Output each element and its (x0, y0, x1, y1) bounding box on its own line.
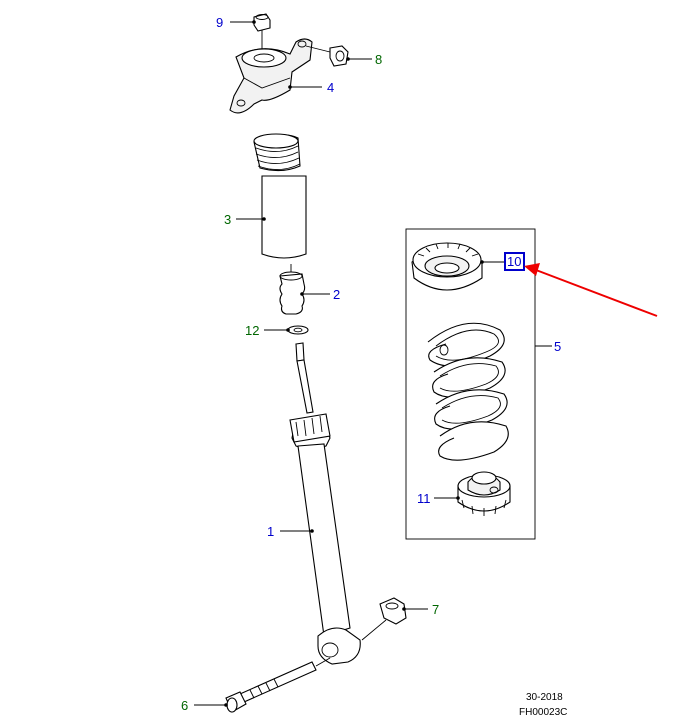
callout-12[interactable]: 12 (245, 323, 259, 338)
spring-kit-box (405, 228, 552, 540)
part-top-mount[interactable] (229, 38, 313, 114)
callout-labels: 9 8 4 3 2 12 1 7 6 5 11 10 (181, 15, 561, 713)
leader-lines (194, 20, 504, 707)
part-bushing[interactable] (361, 597, 407, 641)
part-lower-bolt[interactable] (225, 657, 331, 713)
callout-5[interactable]: 5 (554, 339, 561, 354)
footer-section: 30-2018 (526, 692, 563, 703)
part-washer[interactable] (287, 325, 309, 335)
callout-11[interactable]: 11 (417, 491, 431, 506)
callout-2[interactable]: 2 (333, 287, 340, 302)
callout-3[interactable]: 3 (224, 212, 231, 227)
footer-figure-code: FH00023C (519, 707, 567, 718)
part-bump-stop[interactable] (279, 264, 306, 315)
red-pointer-arrow (524, 263, 658, 317)
part-side-nut[interactable] (305, 45, 349, 67)
callout-6[interactable]: 6 (181, 698, 188, 713)
callout-8[interactable]: 8 (375, 52, 382, 67)
part-shock-absorber[interactable] (289, 342, 361, 665)
part-coil-spring[interactable] (427, 322, 509, 461)
part-dust-boot[interactable] (253, 133, 307, 259)
figure-footer: 30-2018 FH00023C (519, 692, 567, 718)
callout-4[interactable]: 4 (327, 80, 334, 95)
callout-1[interactable]: 1 (267, 524, 274, 539)
callout-7[interactable]: 7 (432, 602, 439, 617)
callout-10[interactable]: 10 (507, 254, 521, 269)
callout-10-highlight-box (504, 252, 525, 271)
callout-9[interactable]: 9 (216, 15, 223, 30)
part-lower-spring-seat[interactable] (457, 471, 511, 516)
part-top-nut[interactable] (253, 13, 271, 52)
part-upper-spring-seat[interactable] (411, 242, 483, 291)
